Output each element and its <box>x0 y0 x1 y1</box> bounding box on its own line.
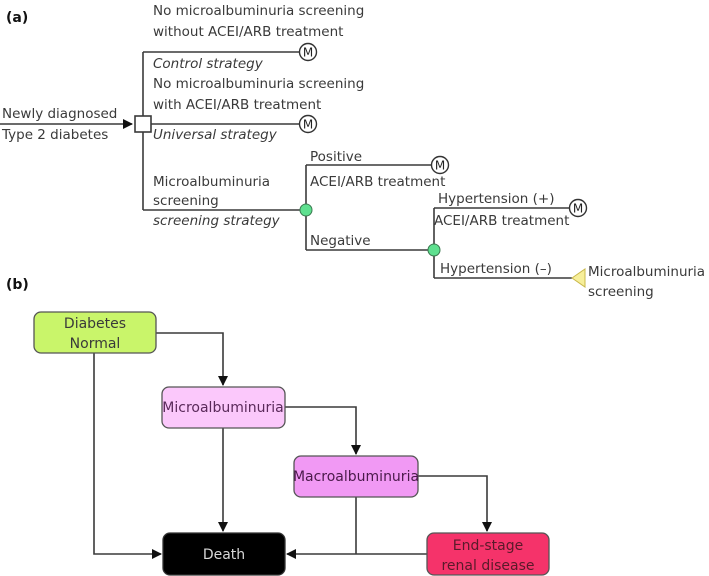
screening-strategy-label: screening strategy <box>153 213 281 229</box>
state-end-stage-renal-disease: End-stage renal disease <box>426 532 550 576</box>
universal-strategy-label: Universal strategy <box>153 127 278 143</box>
arrow-micro-to-macro <box>285 406 361 455</box>
state-death: Death <box>162 532 286 576</box>
svg-text:Death: Death <box>203 547 245 563</box>
panel-a-label: (a) <box>6 10 28 26</box>
start-label-line2: Type 2 diabetes <box>1 127 108 143</box>
terminal-triangle-icon <box>571 268 586 288</box>
svg-text:M: M <box>435 159 445 173</box>
decision-node <box>134 115 152 133</box>
positive-markov-node: M <box>430 155 450 175</box>
screening-line2: screening <box>153 193 219 209</box>
svg-text:M: M <box>573 202 583 216</box>
terminal-line2: screening <box>588 284 654 300</box>
arrow-normal-to-micro <box>156 332 228 386</box>
screening-line1: Microalbuminuria <box>153 174 270 190</box>
state-diabetes-normal: Diabetes Normal <box>33 311 157 354</box>
arrow-normal-to-death <box>93 353 162 559</box>
positive-label: Positive <box>310 149 362 165</box>
chance-node-negative <box>427 243 441 257</box>
control-markov-node: M <box>298 42 318 62</box>
svg-text:Microalbuminuria: Microalbuminuria <box>162 400 283 416</box>
negative-label: Negative <box>310 233 371 249</box>
svg-text:M: M <box>303 118 313 132</box>
state-macroalbuminuria: Macroalbuminuria <box>293 455 419 498</box>
hypertension-plus-markov-node: M <box>568 198 588 218</box>
hypertension-plus-sublabel: ACEI/ARB treatment <box>434 213 569 229</box>
svg-text:End-stage: End-stage <box>453 538 524 554</box>
svg-text:Normal: Normal <box>70 336 121 352</box>
svg-text:M: M <box>303 46 313 60</box>
hypertension-plus-label: Hypertension (+) <box>438 191 554 207</box>
universal-line2: with ACEI/ARB treatment <box>153 97 321 113</box>
universal-line1: No microalbuminuria screening <box>153 76 364 92</box>
control-line1: No microalbuminuria screening <box>153 3 364 19</box>
svg-text:Diabetes: Diabetes <box>64 316 126 332</box>
control-line2: without ACEI/ARB treatment <box>153 24 343 40</box>
chance-node-screening <box>299 203 313 217</box>
start-label-line1: Newly diagnosed <box>2 106 117 122</box>
state-microalbuminuria: Microalbuminuria <box>161 386 286 429</box>
positive-sublabel: ACEI/ARB treatment <box>310 174 445 190</box>
panel-b-state-diagram: (b) Diabetes Normal Microalbuminuria Mac… <box>6 277 550 576</box>
svg-text:renal disease: renal disease <box>441 558 534 574</box>
panel-b-label: (b) <box>6 277 29 293</box>
hypertension-minus-label: Hypertension (–) <box>440 261 552 277</box>
control-strategy-label: Control strategy <box>153 56 264 72</box>
universal-markov-node: M <box>298 114 318 134</box>
terminal-line1: Microalbuminuria <box>588 264 705 280</box>
svg-text:Macroalbuminuria: Macroalbuminuria <box>293 469 419 485</box>
arrow-macro-to-esrd <box>418 475 492 532</box>
panel-a-decision-tree: (a) Newly diagnosed Type 2 diabetes No m… <box>0 3 705 300</box>
